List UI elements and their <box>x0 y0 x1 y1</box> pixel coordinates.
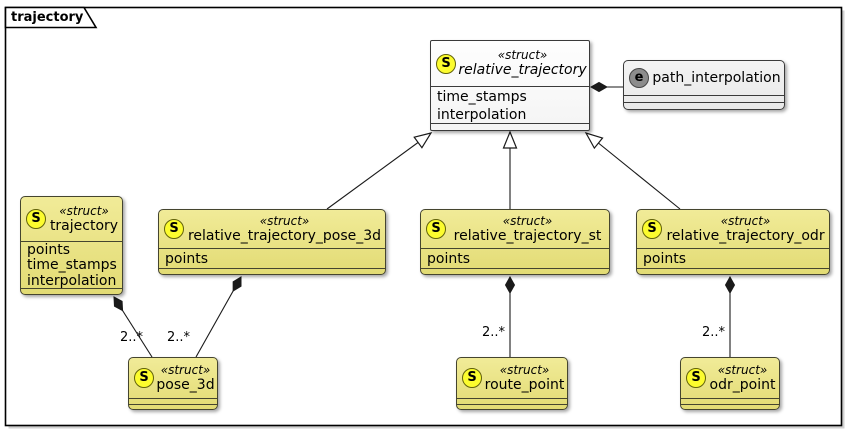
struct-badge-icon: S <box>26 209 46 229</box>
attribute-points: points <box>643 251 686 267</box>
methods-compartment <box>637 268 829 274</box>
class-stereotype: «struct» <box>499 362 550 377</box>
struct-badge-icon: S <box>462 368 482 388</box>
composition-edge-relpose3d-pose3d <box>195 277 241 358</box>
class-box-pose-3d: S «struct» pose_3d <box>128 357 218 410</box>
class-box-odr-point: S «struct» odr_point <box>680 357 780 410</box>
class-box-relative-trajectory-st: S «struct» relative_trajectory_st points <box>420 209 610 275</box>
class-box-path-interpolation: e path_interpolation <box>623 60 785 110</box>
multiplicity-label: 2..* <box>702 325 726 340</box>
class-stereotype: «struct» <box>160 362 211 377</box>
class-box-relative-trajectory-odr: S «struct» relative_trajectory_odr point… <box>636 209 830 275</box>
attributes-compartment <box>624 95 784 102</box>
inheritance-edge-pose3d <box>326 132 433 210</box>
methods-compartment <box>431 123 589 130</box>
struct-badge-icon: S <box>436 53 456 74</box>
methods-compartment <box>457 404 567 409</box>
class-box-trajectory: S «struct» trajectory points time_stamps… <box>20 196 123 295</box>
struct-badge-icon: S <box>686 368 706 388</box>
attributes-compartment <box>129 398 217 404</box>
package-title: trajectory <box>11 10 84 25</box>
attribute-points: points <box>27 242 70 258</box>
class-box-relative-trajectory-pose-3d: S «struct» relative_trajectory_pose_3d p… <box>158 209 386 275</box>
struct-badge-icon: S <box>134 368 154 388</box>
class-box-relative-trajectory: S «struct» relative_trajectory time_stam… <box>430 40 590 131</box>
class-stereotype: «struct» <box>497 48 548 62</box>
methods-compartment <box>21 288 122 294</box>
class-name: route_point <box>484 376 565 393</box>
multiplicity-label: 2..* <box>482 325 506 340</box>
attribute-time-stamps: time_stamps <box>27 257 117 274</box>
class-stereotype: «struct» <box>502 213 553 228</box>
struct-badge-icon: S <box>426 219 446 239</box>
enum-badge-icon: e <box>629 68 649 88</box>
class-name: relative_trajectory_odr <box>666 227 825 244</box>
class-name: pose_3d <box>156 376 215 393</box>
class-name: odr_point <box>709 376 776 393</box>
class-stereotype: «struct» <box>717 362 768 377</box>
struct-badge-icon: S <box>164 219 184 239</box>
multiplicity-label: 2..* <box>120 330 144 345</box>
methods-compartment <box>421 268 609 274</box>
multiplicity-label: 2..* <box>167 330 191 345</box>
attributes-compartment <box>457 398 567 404</box>
attribute-points: points <box>165 251 208 267</box>
class-stereotype: «struct» <box>59 203 109 218</box>
inheritance-edge-odr <box>584 131 681 210</box>
attribute-interpolation: interpolation <box>27 272 117 289</box>
composition-edge-trajectory-pose3d <box>114 297 153 358</box>
struct-badge-icon: S <box>642 219 662 239</box>
attribute-time-stamps: time_stamps <box>437 89 527 105</box>
methods-compartment <box>624 102 784 109</box>
class-name: relative_trajectory_pose_3d <box>187 227 382 244</box>
attribute-points: points <box>427 251 470 267</box>
class-name: trajectory <box>49 217 119 234</box>
methods-compartment <box>681 404 779 409</box>
class-stereotype: «struct» <box>720 213 771 228</box>
class-name: relative_trajectory <box>458 62 587 78</box>
class-name: path_interpolation <box>652 69 781 86</box>
class-box-route-point: S «struct» route_point <box>456 357 568 410</box>
attribute-interpolation: interpolation <box>437 107 527 123</box>
attributes-compartment <box>681 398 779 404</box>
methods-compartment <box>129 404 217 409</box>
package-tab <box>4 6 98 29</box>
methods-compartment <box>159 268 385 274</box>
class-stereotype: «struct» <box>259 213 310 228</box>
class-name: relative_trajectory_st <box>453 227 602 244</box>
